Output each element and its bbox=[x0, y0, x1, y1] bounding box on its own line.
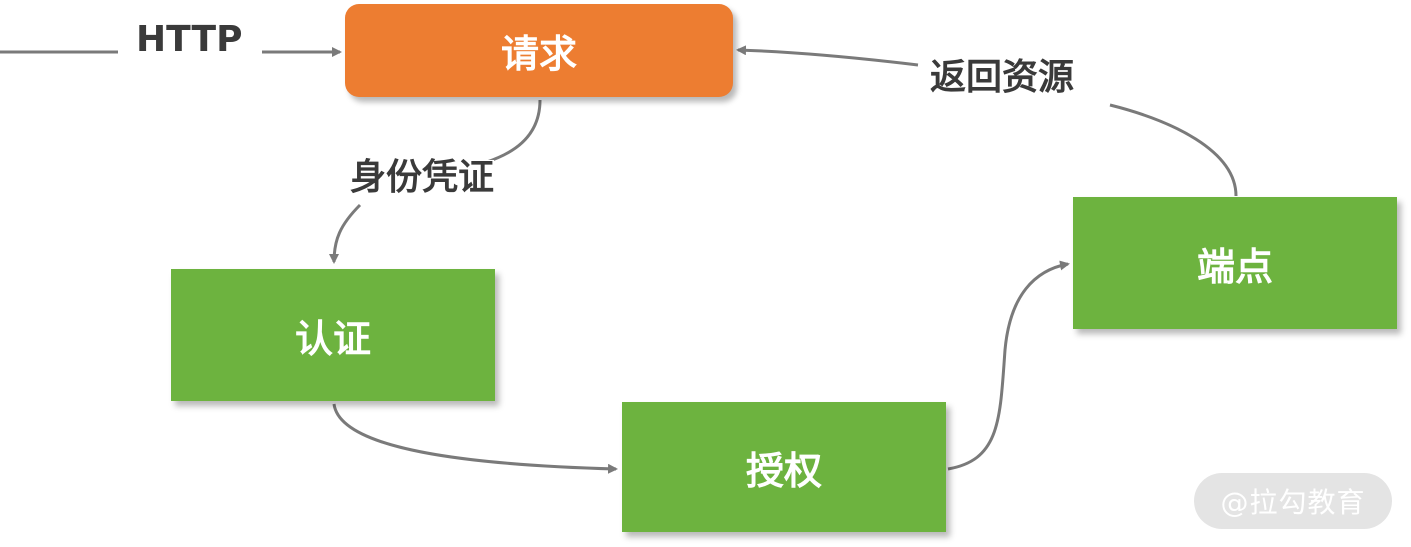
credentials-label: 身份凭证 bbox=[350, 157, 495, 198]
authorization-node: 授权 bbox=[622, 402, 946, 532]
authn-to-authz-arrow bbox=[332, 403, 618, 474]
endpoint-node: 端点 bbox=[1073, 197, 1397, 329]
authentication-label: 认证 bbox=[294, 316, 371, 361]
authorization-label: 授权 bbox=[745, 448, 822, 493]
http-label: HTTP bbox=[136, 19, 243, 60]
authz-to-endpoint-arrow bbox=[947, 260, 1070, 471]
endpoint-label: 端点 bbox=[1196, 244, 1273, 289]
return-resource-label: 返回资源 bbox=[930, 57, 1075, 98]
watermark: @拉勾教育 bbox=[1194, 473, 1392, 529]
return-connector bbox=[1109, 103, 1238, 197]
credentials-arrow bbox=[329, 203, 362, 264]
request-node: 请求 bbox=[345, 4, 733, 97]
authentication-node: 认证 bbox=[171, 269, 495, 401]
return-arrow bbox=[736, 45, 919, 67]
request-label: 请求 bbox=[500, 32, 577, 76]
